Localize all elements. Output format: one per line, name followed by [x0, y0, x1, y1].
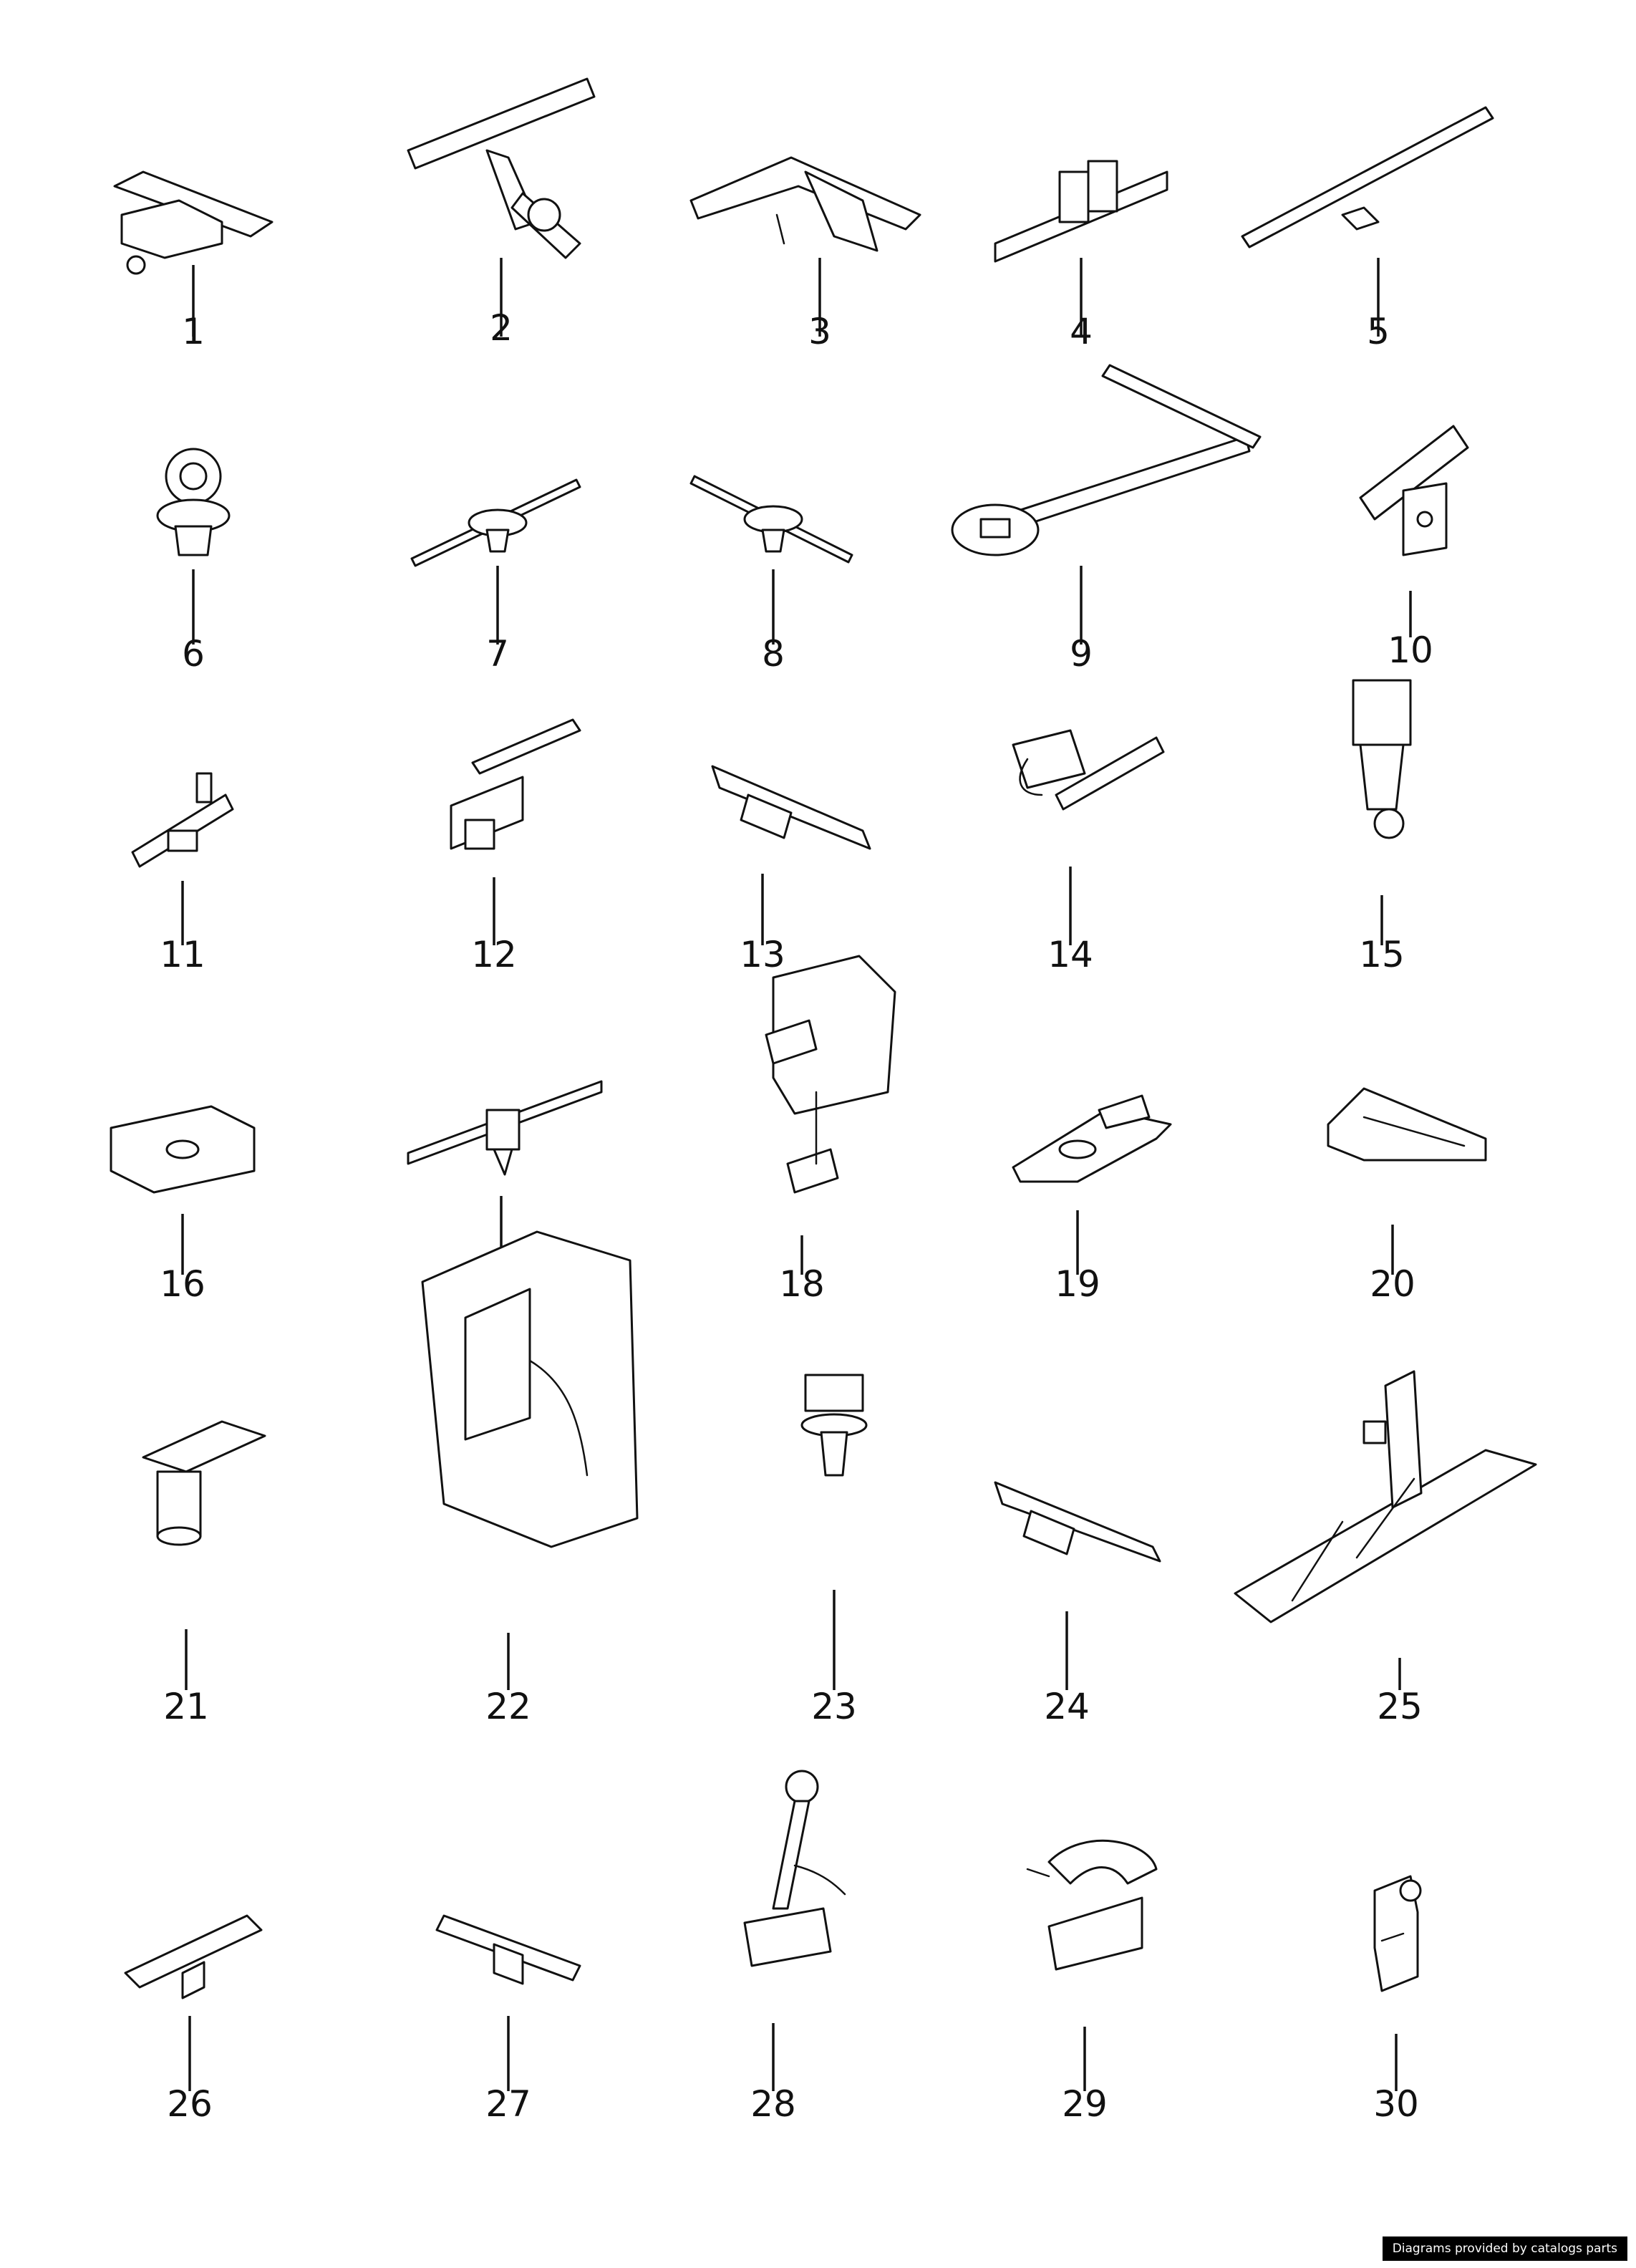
part-number-label: 26	[167, 2083, 213, 2125]
part-number-label: 9	[1070, 633, 1093, 675]
part-number-label: 2	[490, 307, 513, 349]
part-number-label: 22	[485, 1686, 531, 1727]
part-5: 5	[1241, 106, 1494, 352]
part-number-label: 1	[182, 311, 205, 352]
sheet-clip-icon	[1012, 1094, 1172, 1183]
slotted-holder-icon	[1327, 1087, 1487, 1162]
cable-tie-mount-icon	[410, 478, 581, 567]
flat-anchor-icon	[124, 1914, 263, 1999]
part-26: 26	[124, 1914, 263, 2125]
part-28: 28	[743, 1770, 846, 2125]
part-number-label: 18	[779, 1263, 825, 1305]
channel-clip-icon	[689, 156, 921, 252]
part-number-label: 28	[750, 2083, 796, 2125]
part-number-label: 15	[1359, 934, 1405, 975]
part-number-label: 12	[471, 934, 517, 975]
part-number-label: 27	[485, 2083, 531, 2125]
tray-holder-icon	[1234, 1370, 1537, 1623]
part-22: 22	[421, 1230, 639, 1727]
part-2: 2	[407, 77, 596, 349]
part-30: 30	[1373, 1875, 1422, 2125]
part-12: 12	[450, 718, 581, 975]
part-number-label: 20	[1370, 1263, 1415, 1305]
part-20: 20	[1327, 1087, 1487, 1305]
part-24: 24	[994, 1481, 1161, 1727]
cable-tie-icon	[994, 160, 1168, 263]
part-number-label: 21	[163, 1686, 209, 1727]
tie-holder-icon	[407, 1080, 603, 1176]
part-16: 16	[110, 1105, 256, 1305]
part-number-label: 16	[160, 1263, 205, 1305]
band-clip-icon	[1026, 1839, 1158, 1971]
flat-anchor-icon	[435, 1914, 581, 1985]
bracket-holder-icon	[765, 955, 896, 1194]
part-7: 7	[410, 478, 581, 675]
part-15: 15	[1352, 679, 1412, 975]
strip-clip-icon	[1241, 106, 1494, 248]
part-1: 1	[113, 170, 274, 352]
part-number-label: 23	[811, 1686, 857, 1727]
large-holder-icon	[421, 1230, 639, 1548]
edge-clip-icon	[1012, 729, 1165, 811]
part-number-label: 6	[182, 633, 205, 675]
part-number-label: 13	[740, 934, 785, 975]
part-number-label: 3	[808, 311, 831, 352]
part-13: 13	[711, 765, 871, 975]
flat-clip-icon	[994, 1481, 1161, 1563]
part-number-label: 14	[1047, 934, 1093, 975]
part-9: 9	[951, 364, 1262, 675]
hose-clip-icon	[131, 772, 234, 868]
double-clip-icon	[450, 718, 581, 850]
fir-tree-clip-icon	[800, 1374, 868, 1477]
part-27: 27	[435, 1914, 581, 2125]
part-3: 3	[689, 156, 921, 352]
part-14: 14	[1012, 729, 1165, 975]
cable-tie-mount-icon	[689, 475, 853, 564]
part-6: 6	[156, 448, 231, 675]
holder-plate-icon	[1359, 425, 1469, 556]
part-number-label: 4	[1070, 311, 1093, 352]
part-18: 18	[765, 955, 896, 1305]
bracket-clip-icon	[407, 77, 596, 259]
part-29: 29	[1026, 1839, 1158, 2125]
part-8: 8	[689, 475, 853, 675]
part-21: 21	[142, 1420, 266, 1727]
flat-clip-icon	[711, 765, 871, 850]
part-number-label: 19	[1055, 1263, 1100, 1305]
part-4: 4	[994, 160, 1168, 352]
part-23: 23	[800, 1374, 868, 1727]
ring-clip-icon	[156, 448, 231, 556]
stud-clip-icon	[1352, 679, 1412, 839]
tie-base-icon	[110, 1105, 256, 1194]
part-10: 10	[1359, 425, 1469, 671]
part-number-label: 11	[160, 934, 205, 975]
credit-badge: Diagrams provided by catalogs parts	[1382, 2236, 1627, 2261]
part-number-label: 5	[1367, 311, 1390, 352]
cable-clip-icon	[113, 170, 274, 275]
part-number-label: 7	[486, 633, 509, 675]
small-clip-icon	[1373, 1875, 1422, 1992]
part-number-label: 25	[1377, 1686, 1423, 1727]
part-number-label: 8	[762, 633, 785, 675]
part-number-label: 24	[1044, 1686, 1090, 1727]
part-number-label: 29	[1062, 2083, 1108, 2125]
part-11: 11	[131, 772, 234, 975]
part-number-label: 10	[1388, 629, 1433, 671]
part-25: 25	[1234, 1370, 1537, 1727]
part-number-label: 30	[1373, 2083, 1419, 2125]
arm-clip-icon	[743, 1770, 846, 1967]
part-19: 19	[1012, 1094, 1172, 1305]
push-clip-icon	[142, 1420, 266, 1546]
cable-tie-eyelet-icon	[951, 364, 1262, 556]
